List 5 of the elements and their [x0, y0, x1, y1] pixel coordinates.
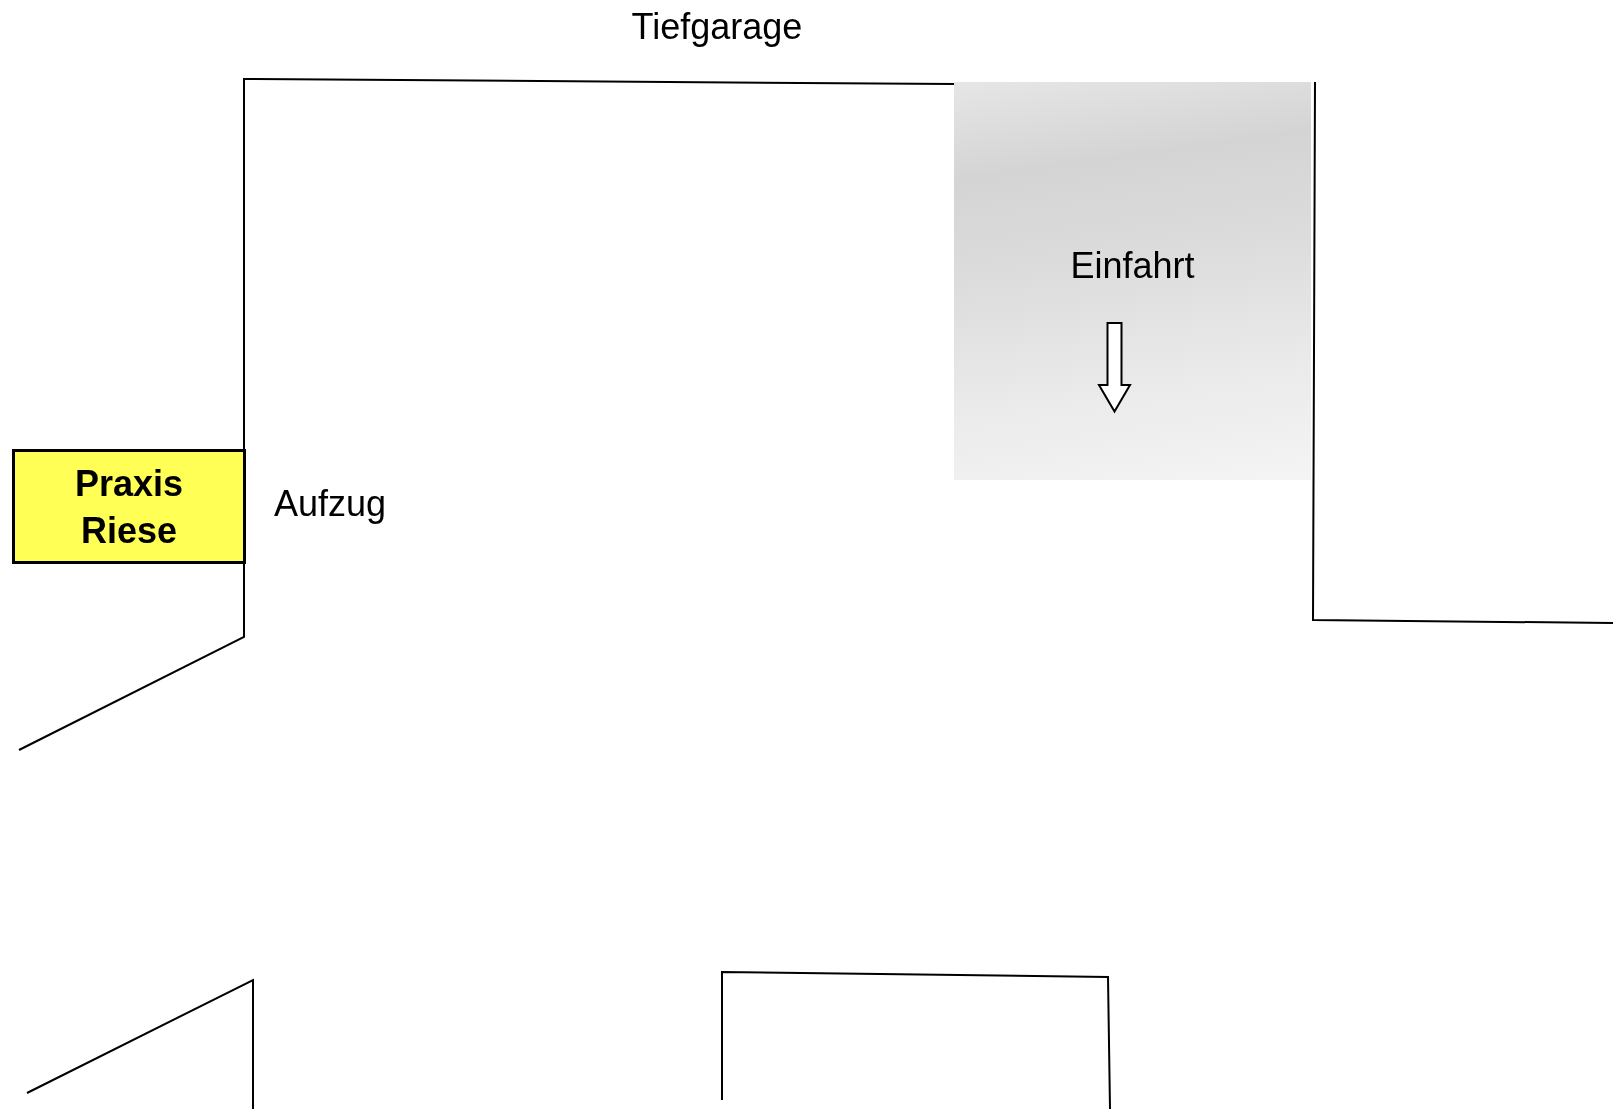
location-sign: Praxis Riese	[12, 449, 246, 564]
area-name: Einfahrt	[1070, 246, 1195, 286]
driveway-area	[954, 82, 1311, 480]
elevator-label: Aufzug	[274, 484, 387, 524]
area-title: Tiefgarage	[631, 7, 803, 47]
